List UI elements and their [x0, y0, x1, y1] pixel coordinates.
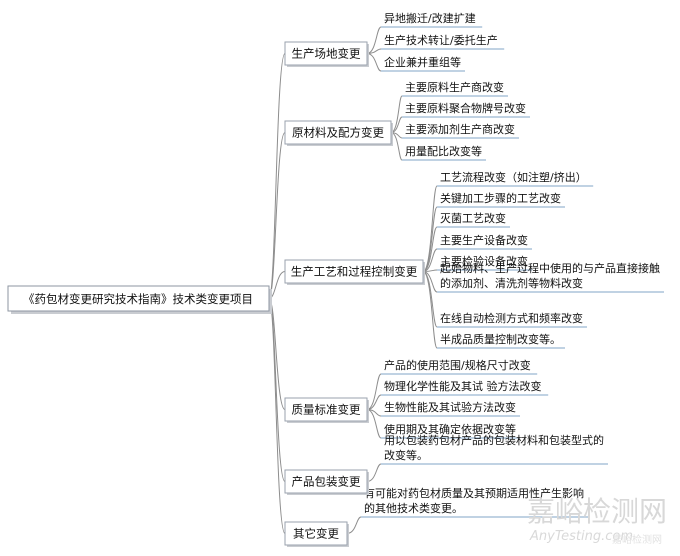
leaf-item[interactable]: 灭菌工艺改变 — [437, 211, 510, 228]
leaf-item-label: 产品的使用范围/规格尺寸改变 — [384, 358, 531, 372]
leaf-item-label: 改变等。 — [384, 448, 428, 462]
leaf-item[interactable]: 主要原料聚合物牌号改变 — [402, 101, 530, 118]
leaf-item-label: 用量配比改变等 — [405, 144, 482, 158]
connector — [422, 206, 438, 272]
leaf-item-label: 起始物料、生产过程中使用的与产品直接接触 — [440, 261, 660, 275]
connector — [366, 53, 382, 72]
watermark-text: 嘉峪检测网 — [527, 495, 667, 528]
leaf-item-label: 物理化学性能及其试 验方法改变 — [384, 379, 542, 393]
root-label: 《药包材变更研究技术指南》技术类变更项目 — [23, 292, 253, 306]
connector — [366, 26, 382, 54]
category-label: 其它变更 — [293, 527, 339, 541]
leaf-item[interactable]: 生物性能及其试验方法改变 — [381, 400, 520, 417]
root-node[interactable]: 《药包材变更研究技术指南》技术类变更项目 — [7, 285, 272, 314]
watermark-small: 嘉峪检测网 — [612, 533, 662, 546]
connector — [422, 226, 438, 272]
leaf-item-label: 半成品质量控制改变等。 — [440, 332, 561, 346]
category-node[interactable]: 生产场地变更 — [284, 41, 369, 67]
connector — [268, 53, 286, 299]
leaf-item-label: 企业兼并重组等 — [384, 55, 461, 69]
leaf-item-label: 生产技术转让/委托生产 — [384, 33, 498, 47]
leaf-item[interactable]: 主要检验设备改变 — [437, 254, 532, 271]
leaf-item-label: 的其他技术类变更。 — [364, 501, 463, 515]
leaf-item[interactable]: 物理化学性能及其试 验方法改变 — [381, 379, 549, 396]
leaf-item[interactable]: 主要生产设备改变 — [437, 233, 532, 250]
connector — [422, 271, 438, 349]
category-node[interactable]: 其它变更 — [284, 521, 349, 547]
category-node[interactable]: 原材料及配方变更 — [284, 120, 393, 146]
leaf-item[interactable]: 使用期及其确定依据改变等 — [381, 422, 520, 439]
leaf-item-label: 主要原料生产商改变 — [405, 80, 504, 94]
leaf-item-label: 用以包装药包材产品的包装材料和包装型式的 — [384, 433, 604, 447]
leaf-item-label: 关键加工步骤的工艺改变 — [440, 191, 561, 205]
connector — [346, 516, 362, 534]
leaf-item[interactable]: 半成品质量控制改变等。 — [437, 332, 565, 349]
watermark-url: AnyTesting.com — [529, 529, 633, 544]
leaf-item-label: 异地搬迁/改建扩建 — [384, 11, 476, 25]
leaf-item[interactable]: 在线自动检测方式和频率改变 — [437, 311, 587, 328]
connector — [366, 409, 382, 439]
leaf-item[interactable]: 主要原料生产商改变 — [402, 80, 508, 97]
connector — [422, 248, 438, 272]
leaf-item[interactable]: 关键加工步骤的工艺改变 — [437, 191, 565, 208]
leaf-item-label: 灭菌工艺改变 — [440, 211, 506, 225]
leaf-item-label: 主要生产设备改变 — [440, 233, 528, 247]
leaf-item-label: 主要原料聚合物牌号改变 — [405, 101, 526, 115]
connector — [422, 271, 438, 328]
leaf-item-label: 工艺流程改变（如注塑/挤出） — [440, 170, 587, 184]
leaf-item-label: 在线自动检测方式和频率改变 — [440, 311, 583, 325]
connector — [366, 373, 382, 410]
leaf-item-label: 主要检验设备改变 — [440, 254, 528, 268]
connector — [366, 463, 382, 482]
category-label: 质量标准变更 — [292, 403, 361, 417]
leaf-item-label: 的添加剂、清洗剂等物料改变 — [440, 276, 583, 290]
leaf-item-label: 主要添加剂生产商改变 — [405, 122, 515, 136]
leaf-item-label: 有可能对药包材质量及其预期适用性产生影响 — [364, 486, 584, 500]
watermark: 嘉峪检测网 AnyTesting.com 嘉峪检测网 — [527, 495, 667, 546]
category-node[interactable]: 产品包装变更 — [284, 469, 369, 495]
connector — [366, 394, 382, 410]
category-label: 生产场地变更 — [292, 47, 361, 61]
leaf-item-label: 生物性能及其试验方法改变 — [384, 400, 516, 414]
category-label: 产品包装变更 — [292, 475, 361, 489]
leaf-item[interactable]: 主要添加剂生产商改变 — [402, 122, 519, 139]
category-node[interactable]: 生产工艺和过程控制变更 — [284, 259, 425, 285]
leaf-item[interactable]: 异地搬迁/改建扩建 — [381, 11, 483, 28]
leaf-item-label: 使用期及其确定依据改变等 — [384, 422, 516, 436]
leaf-item[interactable]: 用量配比改变等 — [402, 144, 486, 161]
category-node[interactable]: 质量标准变更 — [284, 397, 369, 423]
leaf-items: 异地搬迁/改建扩建生产技术转让/委托生产企业兼并重组等主要原料生产商改变主要原料… — [361, 11, 664, 518]
leaf-item[interactable]: 工艺流程改变（如注塑/挤出） — [437, 170, 594, 187]
category-nodes: 生产场地变更原材料及配方变更生产工艺和过程控制变更质量标准变更产品包装变更其它变… — [284, 41, 425, 547]
leaf-item[interactable]: 企业兼并重组等 — [381, 55, 465, 72]
connector — [268, 298, 286, 482]
leaf-item[interactable]: 生产技术转让/委托生产 — [381, 33, 505, 50]
leaf-item[interactable]: 产品的使用范围/规格尺寸改变 — [381, 358, 538, 375]
category-label: 原材料及配方变更 — [292, 126, 384, 140]
category-label: 生产工艺和过程控制变更 — [291, 265, 418, 279]
